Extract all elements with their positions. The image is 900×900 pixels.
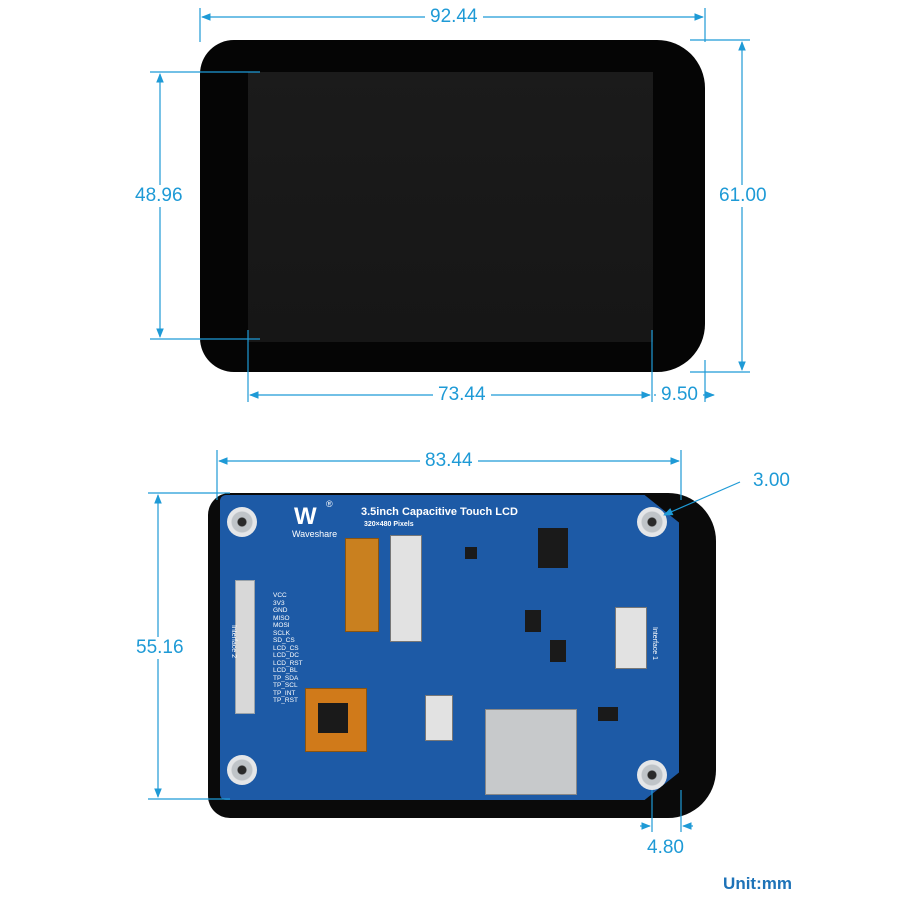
- pin-label: LCD_BL: [273, 667, 298, 674]
- dim-hole-spacing-width: 83.44: [420, 450, 478, 472]
- pin-label: GND: [273, 607, 288, 614]
- regulator: [550, 640, 566, 662]
- waveshare-logo-mark: W: [294, 503, 317, 530]
- dim-overall-height: 61.00: [714, 185, 772, 207]
- mounting-hole-bottom-right: [637, 760, 667, 790]
- mounting-hole-bottom-left: [227, 755, 257, 785]
- interface-2-connector: [235, 580, 255, 714]
- transistor: [465, 547, 477, 559]
- pin-label: LCD_RST: [273, 659, 303, 667]
- transistor: [598, 707, 618, 721]
- pin-label: LCD_DC: [273, 652, 300, 659]
- pin-label: MISO: [273, 614, 290, 622]
- regulator: [525, 610, 541, 632]
- pin-label: TP_RST: [273, 697, 298, 704]
- pin-label: VCC: [273, 592, 287, 599]
- dim-overall-width: 92.44: [425, 6, 483, 28]
- pin-label: SCLK: [273, 629, 290, 637]
- pcb-board: W ® Waveshare 3.5inch Capacitive Touch L…: [220, 495, 679, 800]
- front-view-frame: [200, 40, 705, 372]
- board-title: 3.5inch Capacitive Touch LCD: [361, 506, 518, 518]
- display-fpc-connector: [390, 535, 422, 642]
- dim-right-border: 9.50: [656, 384, 703, 406]
- pin-label: SD_CS: [273, 637, 295, 644]
- mounting-hole-top-right: [637, 507, 667, 537]
- dim-hole-diameter: 3.00: [748, 470, 795, 492]
- interface-1-connector: [615, 607, 647, 669]
- board-subtitle: 320×480 Pixels: [364, 521, 414, 528]
- dim-hole-spacing-height: 55.16: [131, 637, 189, 659]
- touch-controller-chip: [318, 703, 348, 733]
- pin-label: MOSI: [273, 622, 290, 629]
- registered-mark: ®: [326, 499, 333, 509]
- small-connector: [425, 695, 453, 741]
- pin-label: LCD_CS: [273, 644, 299, 652]
- pin-label: TP_SDA: [273, 674, 299, 682]
- front-view-display-area: [248, 72, 653, 342]
- pin-label: 3V3: [273, 599, 285, 607]
- ic-chip: [538, 528, 568, 568]
- pin-labels: VCC 3V3 GND MISO MOSI SCLK SD_CS LCD_CS …: [273, 592, 303, 705]
- pin-label: TP_INT: [273, 689, 296, 697]
- flex-cable: [345, 538, 379, 632]
- waveshare-logo-text: Waveshare: [292, 529, 338, 539]
- unit-label: Unit:mm: [723, 874, 792, 893]
- mounting-hole-top-left: [227, 507, 257, 537]
- sd-card-slot: [485, 709, 577, 795]
- pin-label: TP_SCL: [273, 682, 298, 689]
- dim-display-height: 48.96: [130, 185, 188, 207]
- dim-hole-edge-offset: 4.80: [642, 837, 689, 859]
- dim-display-width: 73.44: [433, 384, 491, 406]
